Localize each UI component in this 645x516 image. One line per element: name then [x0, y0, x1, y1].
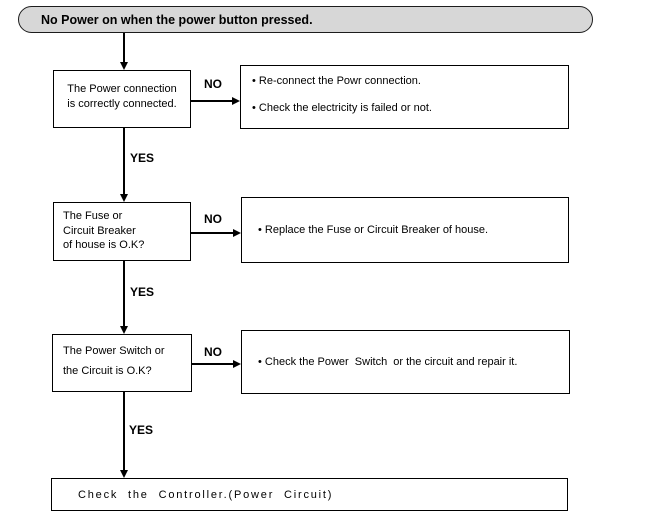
action-box-replace-fuse: • Replace the Fuse or Circuit Breaker of…	[241, 197, 569, 263]
arrowhead-down-icon	[119, 470, 128, 478]
arrowhead-right-icon	[233, 228, 241, 237]
question-line: The Power Switch or	[63, 345, 165, 357]
no-label: NO	[204, 212, 222, 226]
action-line: • Replace the Fuse or Circuit Breaker of…	[258, 224, 489, 236]
question-line: the Circuit is O.K?	[63, 365, 152, 377]
question-line: of house is O.K?	[63, 239, 145, 251]
start-node-title: No Power on when the power button presse…	[41, 12, 313, 27]
action-line: • Check the Power Switch or the circuit …	[258, 356, 518, 368]
arrowhead-down-icon	[119, 194, 128, 202]
decision-box-fuse-breaker: The Fuse or Circuit Breaker of house is …	[53, 202, 191, 261]
question-line: Circuit Breaker	[63, 224, 136, 237]
action-line: • Re-connect the Powr connection.	[252, 75, 421, 87]
connector-q3-to-a3	[192, 363, 234, 365]
arrowhead-right-icon	[232, 96, 240, 105]
yes-label: YES	[130, 151, 155, 165]
yes-label: YES	[130, 285, 155, 299]
connector-q3-to-terminal	[123, 392, 125, 470]
question-line: The Fuse or	[63, 210, 123, 222]
connector-q2-to-a2	[191, 232, 234, 234]
arrowhead-down-icon	[119, 326, 128, 334]
decision-box-power-connection: The Power connection is correctly connec…	[53, 70, 191, 128]
no-label: NO	[204, 77, 222, 91]
connector-q1-to-a1	[191, 100, 233, 102]
terminal-label: Check the Controller.(Power Circuit)	[78, 488, 334, 501]
yes-label: YES	[129, 423, 154, 437]
arrowhead-down-icon	[119, 62, 128, 70]
question-line: The Power connection	[67, 83, 177, 95]
terminal-box-check-controller: Check the Controller.(Power Circuit)	[51, 478, 568, 511]
decision-box-power-switch: The Power Switch or the Circuit is O.K?	[52, 334, 192, 392]
action-line: • Check the electricity is failed or not…	[252, 102, 432, 114]
question-line: is correctly connected.	[67, 98, 177, 110]
connector-start-to-q1	[123, 33, 125, 63]
action-box-check-switch: • Check the Power Switch or the circuit …	[241, 330, 570, 394]
connector-q1-to-q2	[123, 128, 125, 194]
no-label: NO	[204, 345, 222, 359]
arrowhead-right-icon	[233, 359, 241, 368]
start-node: No Power on when the power button presse…	[18, 6, 593, 33]
connector-q2-to-q3	[123, 261, 125, 326]
action-box-reconnect-power: • Re-connect the Powr connection. • Chec…	[240, 65, 569, 129]
